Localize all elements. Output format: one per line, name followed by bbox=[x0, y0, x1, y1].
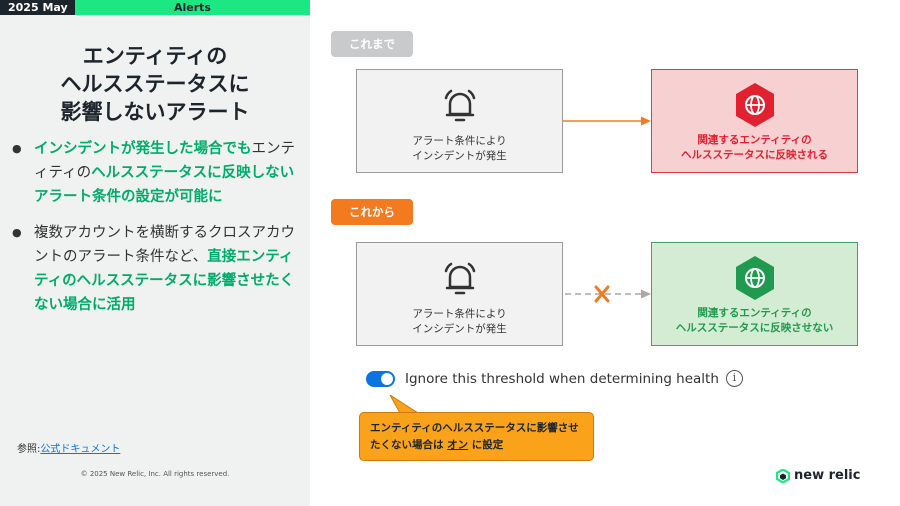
blocked-x-icon bbox=[594, 285, 610, 303]
after-pill: これから bbox=[331, 199, 413, 225]
date-label: 2025 May bbox=[0, 0, 75, 15]
copyright: © 2025 New Relic, Inc. All rights reserv… bbox=[80, 470, 230, 478]
bell-icon bbox=[444, 89, 476, 122]
docs-link[interactable]: 公式ドキュメント bbox=[40, 444, 121, 455]
bullet-1-highlight-b: ヘルスステータスに反映しないアラート条件の設定が可能に bbox=[34, 165, 295, 205]
callout-text-a: エンティティのヘルスステータスに影響させたくない場合は bbox=[370, 422, 579, 451]
callout-on: オン bbox=[447, 439, 469, 451]
title-line-3: 影響しないアラート bbox=[60, 100, 250, 124]
ignore-threshold-row: Ignore this threshold when determining h… bbox=[366, 370, 743, 387]
condition-label: アラート条件により インシデントが発生 bbox=[357, 307, 562, 337]
condition-line-2: インシデントが発生 bbox=[412, 323, 507, 335]
title-line-2: ヘルスステータスに bbox=[60, 72, 250, 96]
arrow-head-after bbox=[641, 289, 651, 299]
ignore-threshold-toggle[interactable] bbox=[366, 370, 395, 387]
logo-text: new relic bbox=[794, 468, 861, 483]
result-line-1: 関連するエンティティの bbox=[697, 307, 812, 319]
page-title: エンティティの ヘルスステータスに 影響しないアラート bbox=[0, 42, 310, 126]
bullet-2-text: 複数アカウントを横断するクロスアカウントのアラート条件など、 bbox=[34, 225, 295, 265]
info-icon[interactable]: i bbox=[725, 370, 743, 387]
condition-line-2: インシデントが発生 bbox=[412, 150, 507, 162]
bullet-item-2: 複数アカウントを横断するクロスアカウントのアラート条件など、直接エンティティのヘ… bbox=[12, 221, 302, 317]
category-label: Alerts bbox=[174, 1, 211, 14]
before-condition-box: アラート条件により インシデントが発生 bbox=[356, 69, 563, 173]
condition-line-1: アラート条件により bbox=[412, 308, 507, 320]
result-label: 関連するエンティティの ヘルスステータスに反映される bbox=[652, 133, 857, 163]
result-label: 関連するエンティティの ヘルスステータスに反映させない bbox=[652, 306, 857, 336]
before-result-box: 関連するエンティティの ヘルスステータスに反映される bbox=[651, 69, 858, 173]
condition-line-1: アラート条件により bbox=[412, 135, 507, 147]
bullet-2-highlight: 直接エンティティのヘルスステータスに影響させたくない場合に活用 bbox=[34, 249, 295, 313]
result-line-2: ヘルスステータスに反映させない bbox=[675, 322, 834, 334]
bullet-list: インシデントが発生した場合でもエンティティのヘルスステータスに反映しないアラート… bbox=[12, 137, 302, 329]
bell-icon bbox=[444, 262, 476, 295]
toggle-knob bbox=[381, 372, 393, 385]
new-relic-logo: new relic bbox=[776, 468, 860, 483]
bullet-1-highlight-a: インシデントが発生した場合でも bbox=[34, 141, 252, 157]
globe-green-icon bbox=[736, 256, 774, 300]
reference: 参照:公式ドキュメント bbox=[17, 440, 120, 455]
ignore-threshold-label: Ignore this threshold when determining h… bbox=[405, 370, 719, 387]
reference-label: 参照: bbox=[17, 444, 41, 455]
after-condition-box: アラート条件により インシデントが発生 bbox=[356, 242, 563, 346]
bullet-1-text: エンティティの bbox=[34, 141, 295, 181]
title-line-1: エンティティの bbox=[82, 44, 228, 68]
arrow-head-before bbox=[641, 116, 651, 126]
new-relic-logo-icon bbox=[776, 468, 790, 483]
callout-text-b: に設定 bbox=[468, 439, 504, 451]
top-strip: 2025 May Alerts bbox=[0, 0, 310, 15]
globe-red-icon bbox=[736, 83, 774, 127]
after-result-box: 関連するエンティティの ヘルスステータスに反映させない bbox=[651, 242, 858, 346]
before-pill: これまで bbox=[331, 31, 413, 57]
result-line-1: 関連するエンティティの bbox=[697, 134, 812, 146]
callout-note: エンティティのヘルスステータスに影響させたくない場合は オン に設定 bbox=[359, 412, 594, 461]
bullet-item-1: インシデントが発生した場合でもエンティティのヘルスステータスに反映しないアラート… bbox=[12, 137, 302, 209]
condition-label: アラート条件により インシデントが発生 bbox=[357, 134, 562, 164]
result-line-2: ヘルスステータスに反映される bbox=[681, 149, 828, 161]
